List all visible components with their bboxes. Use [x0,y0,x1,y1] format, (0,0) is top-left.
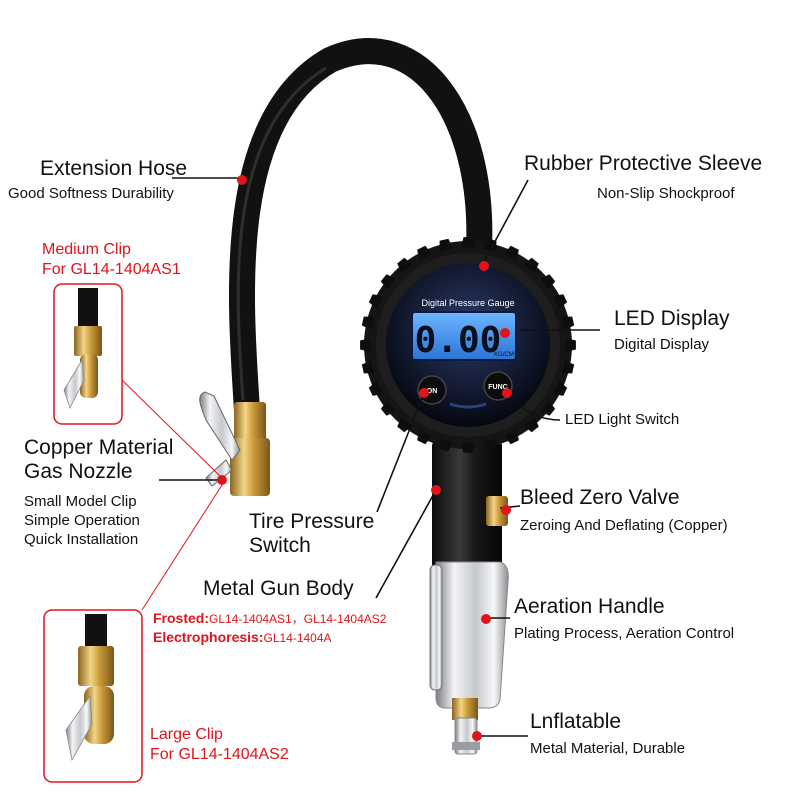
inflatable-title: Lnflatable [530,710,622,733]
sleeve-tooth [504,245,519,260]
extension-hose-desc: Good Softness Durability [8,185,174,202]
sleeve-tooth [368,294,383,309]
medium-clip-line1: Medium Clip [42,241,131,258]
copper-nozzle-desc1: Small Model Clip [24,493,137,510]
svg-text:FUNC: FUNC [488,384,507,391]
sleeve-tooth [361,316,375,330]
sleeve-tooth [417,430,432,445]
sleeve-tooth [540,400,556,416]
sleeve-tooth [461,442,475,453]
bleed-valve-desc: Zeroing And Deflating (Copper) [520,517,728,534]
sleeve-tooth [380,274,396,290]
lcd-unit: KG/CM² [494,352,516,358]
inflation-connector [452,698,478,720]
sleeve-tooth [565,338,576,352]
sleeve-tooth [523,417,539,433]
rubber-sleeve-desc: Non-Slip Shockproof [597,185,735,202]
clip-lever [199,391,241,461]
sleeve-tooth [380,400,396,416]
inflatable-desc: Metal Material, Durable [530,740,686,757]
led-light-switch-label: LED Light Switch [565,411,680,428]
rubber-sleeve-title: Rubber Protective Sleeve [524,152,763,175]
extension-hose-title: Extension Hose [40,157,188,180]
bleed-valve-title: Bleed Zero Valve [520,486,680,509]
copper-nozzle-line2: Gas Nozzle [24,460,133,483]
sleeve-tooth [361,360,375,374]
sleeve-tooth [439,238,453,252]
gun-body-upper [432,440,502,570]
aeration-handle-chrome [435,561,509,709]
leader-lines [159,177,600,737]
gauge-header-text: Digital Pressure Gauge [421,298,514,308]
sleeve-tooth [561,360,575,374]
sleeve-tooth [553,381,568,396]
frosted-models: GL14-1404AS1，GL14-1404AS2 [209,612,387,626]
sleeve-tooth [360,338,371,352]
electrophoresis-label: Electrophoresis: [153,629,264,645]
sleeve-tooth [397,417,413,433]
aeration-handle-title: Aeration Handle [514,595,665,618]
frosted-line: Frosted:GL14-1404AS1，GL14-1404AS2 [153,610,387,626]
tire-pressure-switch-line1: Tire Pressure [249,510,375,533]
sleeve-tooth [561,316,575,330]
electrophoresis-line: Electrophoresis:GL14-1404A [153,629,332,645]
lcd-screen [411,311,517,361]
metal-gun-body-title: Metal Gun Body [203,577,354,600]
sleeve-tooth [483,238,497,252]
medium-clip-line2: For GL14-1404AS1 [42,261,181,278]
sleeve-tooth [553,294,568,309]
sleeve-tooth [540,274,556,290]
aeration-handle-desc: Plating Process, Aeration Control [514,625,735,642]
tire-pressure-switch-line2: Switch [249,534,311,557]
copper-nozzle-desc3: Quick Installation [24,531,139,548]
large-clip-line2: For GL14-1404AS2 [150,746,289,763]
svg-text:ON: ON [427,388,438,395]
extension-hose [229,38,493,423]
sleeve-tooth [461,237,475,248]
sleeve-tooth [483,438,497,452]
sleeve-tooth [439,438,453,452]
electrophoresis-models: GL14-1404A [263,631,332,645]
copper-nozzle-desc2: Simple Operation [24,512,140,529]
lcd-reading: 0.00 [415,320,502,361]
led-display-title: LED Display [614,307,730,330]
sleeve-tooth [368,381,383,396]
led-display-desc: Digital Display [614,336,710,353]
large-clip-line1: Large Clip [150,726,223,743]
sleeve-tooth [504,430,519,445]
hose-brass-nut [234,402,266,444]
bleed-valve-brass [486,496,508,526]
sleeve-tooth [397,257,413,273]
sleeve-tooth [523,257,539,273]
copper-nozzle-line1: Copper Material [24,436,174,459]
sleeve-tooth [417,245,432,260]
marker-dots [217,175,512,741]
frosted-label: Frosted: [153,610,209,626]
